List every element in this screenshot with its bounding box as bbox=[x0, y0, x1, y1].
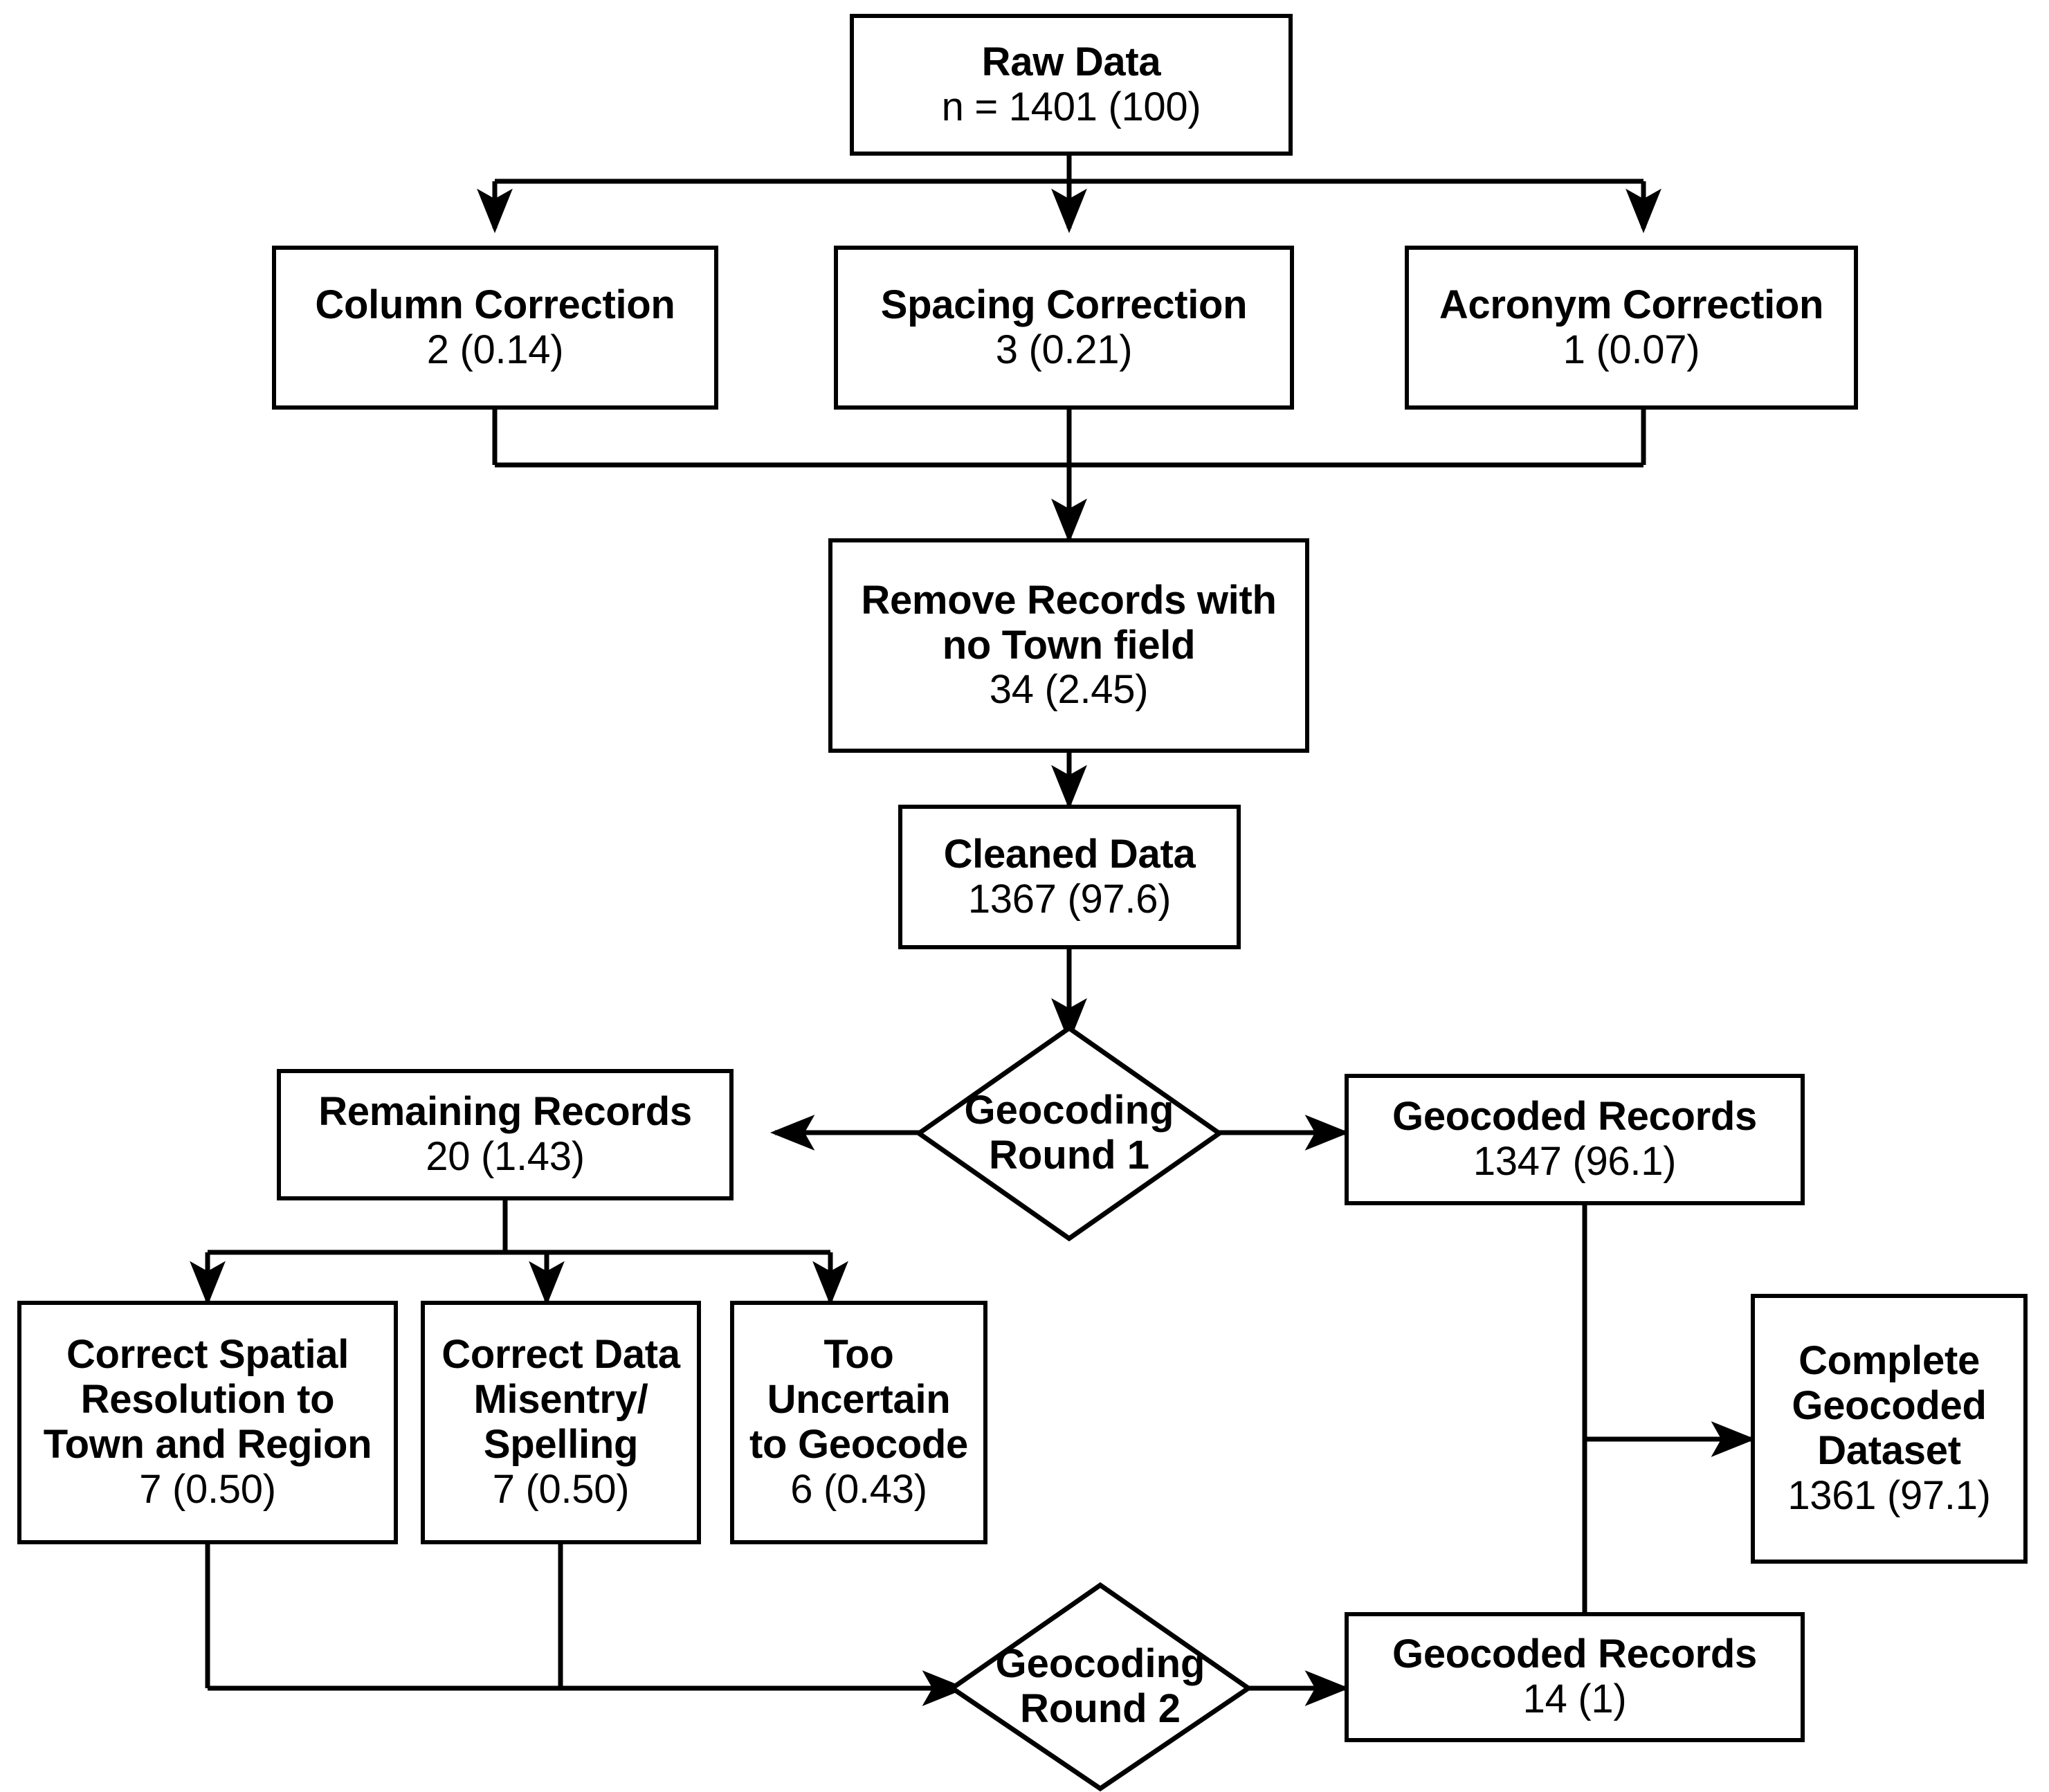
node-geocoding-round-1-shape[interactable] bbox=[913, 1023, 1225, 1244]
node-column-correction-title: Column Correction bbox=[315, 282, 675, 327]
node-too-uncertain-title: Too Uncertain to Geocode bbox=[749, 1332, 969, 1467]
node-remaining-records-title: Remaining Records bbox=[318, 1089, 692, 1135]
node-raw-data-title: Raw Data bbox=[981, 39, 1161, 84]
node-correct-spatial-resolution-count: 7 (0.50) bbox=[139, 1466, 276, 1512]
node-geocoded-records-round1-title: Geocoded Records bbox=[1392, 1094, 1757, 1140]
node-remove-records-count: 34 (2.45) bbox=[989, 667, 1149, 713]
node-acronym-correction-title: Acronym Correction bbox=[1439, 282, 1824, 327]
node-remove-records-title: Remove Records with no Town field bbox=[861, 577, 1277, 668]
node-remaining-records-count: 20 (1.43) bbox=[426, 1134, 585, 1179]
node-complete-geocoded-dataset-count: 1361 (97.1) bbox=[1787, 1472, 1991, 1518]
node-geocoded-records-round1-count: 1347 (96.1) bbox=[1473, 1139, 1677, 1184]
node-geocoded-records-round2-title: Geocoded Records bbox=[1392, 1631, 1757, 1677]
node-cleaned-data-title: Cleaned Data bbox=[943, 831, 1196, 877]
node-raw-data-count: n = 1401 (100) bbox=[941, 84, 1201, 129]
node-geocoded-records-round2-count: 14 (1) bbox=[1522, 1676, 1627, 1721]
node-correct-data-misentry-title: Correct Data Misentry/ Spelling bbox=[441, 1332, 680, 1467]
node-geocoded-records-round1[interactable]: Geocoded Records 1347 (96.1) bbox=[1345, 1074, 1805, 1205]
node-correct-data-misentry[interactable]: Correct Data Misentry/ Spelling 7 (0.50) bbox=[421, 1301, 701, 1544]
node-complete-geocoded-dataset-title: Complete Geocoded Dataset bbox=[1792, 1338, 1987, 1473]
node-correct-spatial-resolution[interactable]: Correct Spatial Resolution to Town and R… bbox=[17, 1301, 398, 1544]
node-spacing-correction-title: Spacing Correction bbox=[880, 282, 1248, 327]
node-correct-data-misentry-count: 7 (0.50) bbox=[492, 1466, 630, 1512]
node-acronym-correction-count: 1 (0.07) bbox=[1563, 327, 1700, 372]
node-complete-geocoded-dataset[interactable]: Complete Geocoded Dataset 1361 (97.1) bbox=[1751, 1294, 2028, 1564]
node-raw-data[interactable]: Raw Data n = 1401 (100) bbox=[850, 14, 1293, 156]
node-too-uncertain[interactable]: Too Uncertain to Geocode 6 (0.43) bbox=[730, 1301, 987, 1544]
node-spacing-correction-count: 3 (0.21) bbox=[995, 327, 1133, 372]
node-acronym-correction[interactable]: Acronym Correction 1 (0.07) bbox=[1405, 246, 1858, 410]
node-column-correction-count: 2 (0.14) bbox=[426, 327, 564, 372]
node-spacing-correction[interactable]: Spacing Correction 3 (0.21) bbox=[834, 246, 1294, 410]
node-remaining-records[interactable]: Remaining Records 20 (1.43) bbox=[277, 1069, 734, 1200]
node-column-correction[interactable]: Column Correction 2 (0.14) bbox=[272, 246, 718, 410]
node-geocoded-records-round2[interactable]: Geocoded Records 14 (1) bbox=[1345, 1612, 1805, 1742]
node-correct-spatial-resolution-title: Correct Spatial Resolution to Town and R… bbox=[43, 1332, 372, 1467]
node-remove-records[interactable]: Remove Records with no Town field 34 (2.… bbox=[828, 538, 1309, 753]
node-cleaned-data[interactable]: Cleaned Data 1367 (97.6) bbox=[898, 805, 1241, 949]
node-too-uncertain-count: 6 (0.43) bbox=[790, 1466, 927, 1512]
node-geocoding-round-2-shape[interactable] bbox=[948, 1581, 1253, 1792]
node-cleaned-data-count: 1367 (97.6) bbox=[967, 876, 1172, 922]
